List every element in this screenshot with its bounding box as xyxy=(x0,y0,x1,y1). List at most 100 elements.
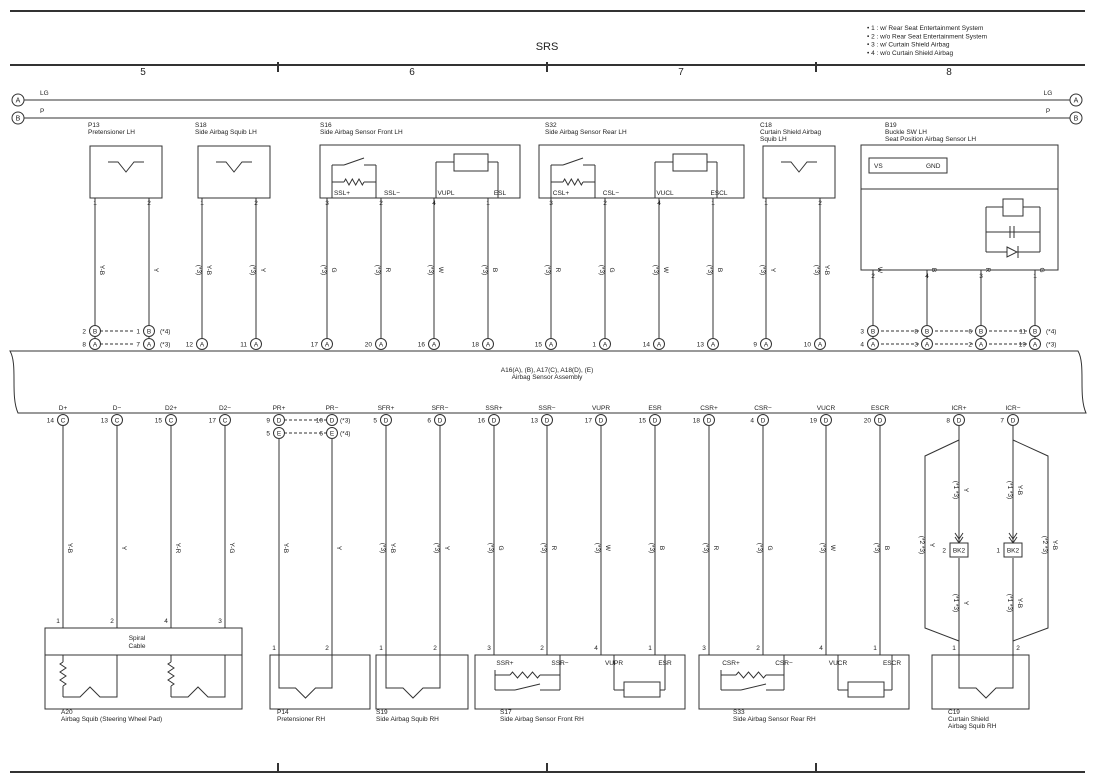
pin-number: 1 xyxy=(952,645,956,652)
component-name: Curtain Shield xyxy=(948,716,989,723)
plug-tag: (*3) xyxy=(1046,342,1056,349)
plug-number: 8 xyxy=(914,329,918,336)
signal-label: SSR− xyxy=(538,405,555,412)
wire-color: R xyxy=(984,268,991,273)
connector-terminal-letter: D xyxy=(438,417,443,424)
component-name: Pretensioner LH xyxy=(88,129,135,136)
wire-tag: (*1 *3) xyxy=(1006,481,1013,499)
plug-number: 3 xyxy=(914,342,918,349)
connector-terminal xyxy=(1029,338,1041,350)
squib-box xyxy=(269,654,371,710)
plug-number: 18 xyxy=(472,342,480,349)
connector-terminal xyxy=(975,338,987,350)
connector-terminal xyxy=(143,338,155,350)
wire-color: G xyxy=(497,545,504,550)
wire-color: B xyxy=(716,268,723,272)
connector-terminal xyxy=(482,338,494,350)
sensor-pin-label: CSL+ xyxy=(553,190,570,197)
sensor-pin-label: CSL− xyxy=(603,190,620,197)
plug-number: 20 xyxy=(365,342,373,349)
component-code: C18 xyxy=(760,122,772,129)
connector-terminal-letter: D xyxy=(824,417,829,424)
plug-number: 13 xyxy=(697,342,705,349)
squib-symbol xyxy=(278,655,333,699)
connector-terminal xyxy=(599,338,611,350)
pin-number: 3 xyxy=(218,618,222,625)
wire-tag: (*3) xyxy=(873,543,880,553)
wire-color: Y-B xyxy=(282,543,289,553)
wire-color: R xyxy=(384,268,391,273)
connector-terminal-letter: B xyxy=(925,328,929,335)
plug-number: 14 xyxy=(643,342,651,349)
wire-color: Y xyxy=(152,268,159,273)
connector-terminal xyxy=(820,414,832,426)
connector-terminal-letter: A xyxy=(325,341,330,348)
diagram-title: SRS xyxy=(536,41,559,53)
plug-number: 2 xyxy=(968,342,972,349)
connector-terminal-letter: B xyxy=(1033,328,1037,335)
wire-tag: (*3) xyxy=(481,265,488,275)
signal-label: CSR− xyxy=(754,405,772,412)
bus-color: P xyxy=(40,108,44,115)
component-code: S17 xyxy=(500,709,512,716)
connector-terminal-letter: A xyxy=(254,341,259,348)
wire-tag: (*2 *3) xyxy=(918,536,925,554)
plug-tag: (*4) xyxy=(160,329,170,336)
note-line: • 1 : w/ Rear Seat Entertainment System xyxy=(867,25,983,32)
pin-number: 3 xyxy=(487,645,491,652)
connector-terminal-letter: C xyxy=(115,417,120,424)
sensor-pin-label: SSL+ xyxy=(334,190,350,197)
wire-color: W xyxy=(876,267,883,274)
connector-terminal xyxy=(757,414,769,426)
pin-number: 2 xyxy=(756,645,760,652)
component-code: A20 xyxy=(61,709,73,716)
sensor-pin-label: SSR+ xyxy=(496,660,513,667)
wire-tag: (*3) xyxy=(756,543,763,553)
connector-terminal xyxy=(219,414,231,426)
component-code: S19 xyxy=(376,709,388,716)
connector-terminal-letter: A xyxy=(764,341,769,348)
wire-bypass xyxy=(1012,439,1049,642)
wire-tag: (*3) xyxy=(427,265,434,275)
wire-color: Y-B xyxy=(66,543,73,553)
wire-color: W xyxy=(829,545,836,552)
wire-tag: (*1 *3) xyxy=(952,594,959,612)
plug-number: 15 xyxy=(155,418,163,425)
signal-label: PR− xyxy=(326,405,339,412)
connector-terminal xyxy=(814,338,826,350)
connector-terminal-letter: D xyxy=(761,417,766,424)
connector-terminal-letter: D xyxy=(878,417,883,424)
plug-number: 9 xyxy=(266,418,270,425)
signal-label: D2+ xyxy=(165,405,177,412)
sensor-element xyxy=(453,153,489,172)
wire-color: G xyxy=(1038,267,1045,272)
pin-number: 1 xyxy=(272,645,276,652)
sensor-pin-label: SSL− xyxy=(384,190,400,197)
connector-terminal-letter: E xyxy=(330,430,335,437)
connector-terminal-letter: D xyxy=(707,417,712,424)
pin-number: 1 xyxy=(873,645,877,652)
wire-tag: (*3) xyxy=(544,265,551,275)
wire-color: Y xyxy=(962,488,969,493)
connector-terminal xyxy=(111,414,123,426)
component-name: Side Airbag Sensor Rear LH xyxy=(545,129,627,136)
component-name: Side Airbag Squib RH xyxy=(376,716,439,723)
component-name: Buckle SW LH xyxy=(885,129,927,136)
connector-terminal xyxy=(921,338,933,350)
sensor-box xyxy=(538,144,745,199)
connector-terminal xyxy=(975,325,987,337)
connector-terminal-letter: B xyxy=(93,328,97,335)
plug-number: 6 xyxy=(968,329,972,336)
signal-label: ESCR xyxy=(871,405,889,412)
wire-tag: (*3) xyxy=(759,265,766,275)
connector-terminal-letter: A xyxy=(871,341,876,348)
wire-color: W xyxy=(662,267,669,274)
wire-tag: (*1 *3) xyxy=(1006,594,1013,612)
connector-terminal xyxy=(867,338,879,350)
squib-symbol xyxy=(216,161,252,173)
connector-terminal xyxy=(196,338,208,350)
bus-id: B xyxy=(1074,116,1079,123)
wire-tag: (*3) xyxy=(819,543,826,553)
connector-terminal-letter: A xyxy=(93,341,98,348)
connector-terminal xyxy=(595,414,607,426)
